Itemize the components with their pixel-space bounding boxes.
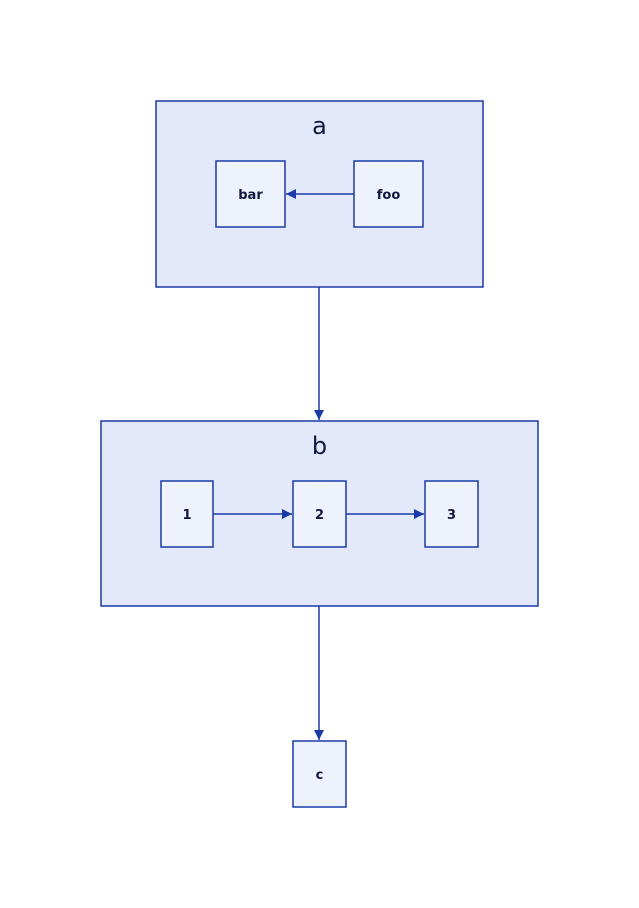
node-foo-label: foo — [377, 188, 401, 203]
cluster-b[interactable]: b 1 2 3 — [100, 420, 539, 607]
node-2-box — [292, 480, 347, 548]
node-c-box — [292, 740, 347, 808]
cluster-a[interactable]: a bar foo — [155, 100, 484, 288]
node-bar[interactable]: bar — [215, 160, 286, 228]
cluster-b-title: b — [312, 432, 327, 460]
node-bar-box — [215, 160, 286, 228]
node-3[interactable]: 3 — [424, 480, 479, 548]
node-bar-label: bar — [238, 188, 263, 203]
node-c-label: c — [316, 768, 324, 783]
node-3-box — [424, 480, 479, 548]
node-1[interactable]: 1 — [160, 480, 214, 548]
cluster-a-title: a — [312, 112, 327, 140]
node-2[interactable]: 2 — [292, 480, 347, 548]
node-2-label: 2 — [315, 508, 324, 523]
node-1-label: 1 — [182, 508, 191, 523]
node-foo-box — [353, 160, 424, 228]
node-foo[interactable]: foo — [353, 160, 424, 228]
node-3-label: 3 — [447, 508, 456, 523]
node-c[interactable]: c — [292, 740, 347, 808]
